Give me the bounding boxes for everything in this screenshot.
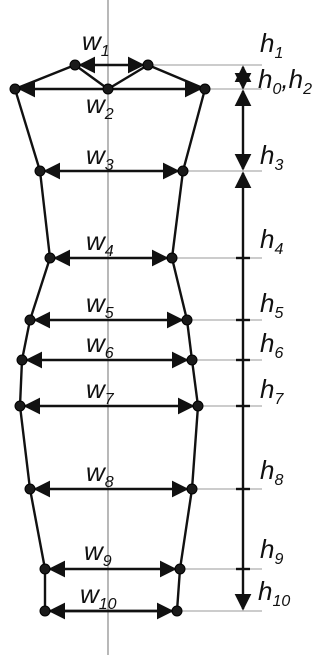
label-h7: h7: [260, 374, 284, 408]
label-w9: w9: [84, 536, 112, 570]
label-w7: w7: [86, 374, 115, 408]
point: [69, 59, 81, 71]
point: [171, 605, 183, 617]
point: [102, 83, 114, 95]
label-h5: h5: [260, 288, 283, 322]
point: [186, 483, 198, 495]
height-arrows: [234, 65, 252, 611]
point: [9, 83, 21, 95]
label-h4: h4: [260, 224, 283, 258]
label-h3: h3: [260, 140, 283, 174]
label-w5: w5: [86, 288, 114, 322]
point: [142, 59, 154, 71]
outline-right: [147, 63, 207, 612]
point: [166, 252, 178, 264]
label-h8: h8: [260, 455, 283, 489]
point: [186, 354, 198, 366]
measurement-points: [9, 59, 211, 617]
label-h1: h1: [260, 28, 283, 62]
height-guides: [148, 64, 262, 612]
point: [181, 314, 193, 326]
point: [14, 400, 26, 412]
width-labels: w1 w2 w3 w4 w5 w6 w7 w8 w9 w10: [80, 26, 117, 613]
point: [39, 605, 51, 617]
outline-left: [13, 63, 76, 611]
label-w10: w10: [80, 579, 117, 613]
point: [199, 83, 211, 95]
height-labels: h1 h0,h2 h3 h4 h5 h6 h7 h8 h9 h10: [258, 28, 312, 610]
point: [24, 314, 36, 326]
dress-outline: [13, 63, 207, 613]
label-w8: w8: [86, 457, 114, 491]
point: [39, 563, 51, 575]
point: [16, 354, 28, 366]
point: [44, 252, 56, 264]
point: [174, 563, 186, 575]
label-w2: w2: [86, 89, 114, 123]
label-w6: w6: [86, 328, 114, 362]
point: [34, 165, 46, 177]
point: [177, 165, 189, 177]
label-h6: h6: [260, 328, 283, 362]
width-arrows: [18, 56, 202, 620]
point: [192, 400, 204, 412]
label-w1: w1: [82, 26, 110, 60]
label-h10: h10: [258, 576, 290, 610]
label-h9: h9: [260, 534, 283, 568]
label-h0-h2: h0,h2: [258, 64, 312, 98]
point: [24, 483, 36, 495]
label-w4: w4: [86, 226, 114, 260]
label-w3: w3: [86, 140, 114, 174]
